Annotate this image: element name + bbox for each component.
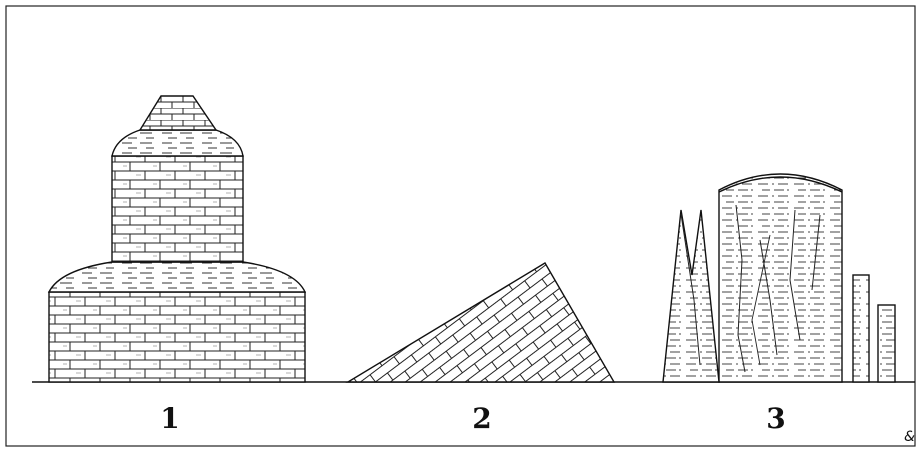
label-3: 3 bbox=[766, 402, 785, 435]
tower-top bbox=[140, 96, 216, 130]
label-2: 2 bbox=[472, 402, 491, 435]
tower-base-cap bbox=[49, 262, 305, 292]
ruin-pillar-short bbox=[878, 305, 895, 382]
ruin-pillar-tall bbox=[853, 275, 869, 382]
tower-structure bbox=[49, 96, 305, 382]
tower-column-cap bbox=[112, 130, 243, 156]
tilted-wall bbox=[348, 263, 614, 382]
ruin-main-block bbox=[719, 174, 842, 382]
label-1: 1 bbox=[160, 402, 179, 435]
tower-base bbox=[49, 292, 305, 382]
ruin-spire bbox=[663, 210, 719, 382]
corner-mark: & bbox=[904, 429, 915, 445]
toppled-block bbox=[348, 263, 614, 382]
ruin-formation bbox=[663, 174, 895, 382]
tower-column bbox=[112, 156, 243, 262]
